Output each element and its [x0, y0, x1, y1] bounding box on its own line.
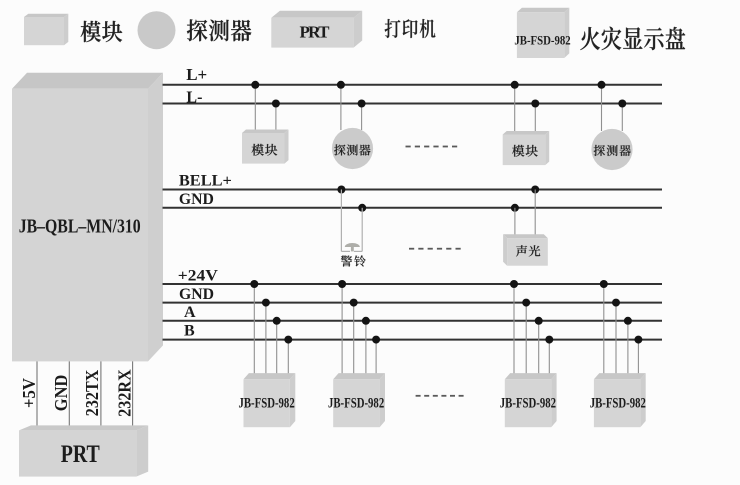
svg-text:PRT: PRT — [61, 441, 100, 468]
svg-text:JB–QBL–MN/310: JB–QBL–MN/310 — [19, 217, 141, 238]
svg-text:JB-FSD-982: JB-FSD-982 — [239, 396, 295, 412]
svg-text:GND: GND — [179, 286, 214, 303]
svg-text:+24V: +24V — [178, 267, 218, 284]
svg-text:232RX: 232RX — [115, 369, 135, 417]
svg-text:L-: L- — [186, 88, 202, 107]
svg-text:A: A — [184, 304, 196, 321]
svg-text:JB-FSD-982: JB-FSD-982 — [328, 396, 384, 412]
svg-text:GND: GND — [51, 375, 71, 412]
svg-text:PRT: PRT — [300, 23, 331, 42]
svg-text:GND: GND — [179, 191, 214, 208]
svg-text:JB-FSD-982: JB-FSD-982 — [500, 396, 556, 412]
svg-text:JB-FSD-982: JB-FSD-982 — [514, 34, 570, 48]
svg-text:+5V: +5V — [19, 378, 39, 408]
svg-text:BELL+: BELL+ — [179, 173, 232, 190]
svg-text:JB-FSD-982: JB-FSD-982 — [590, 396, 646, 412]
svg-text:L+: L+ — [186, 65, 207, 84]
svg-text:232TX: 232TX — [82, 369, 102, 416]
svg-text:B: B — [184, 323, 195, 340]
